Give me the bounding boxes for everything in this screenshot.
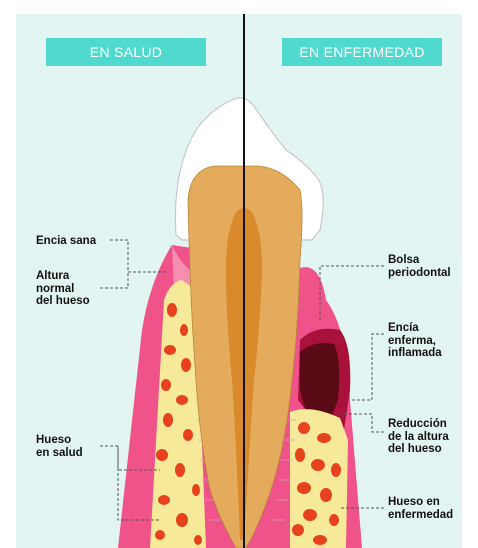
label-healthy-gum: Encia sana (36, 235, 96, 248)
label-normal-bone-height: Altura normal del hueso (36, 270, 90, 308)
header-disease: EN ENFERMEDAD (282, 38, 442, 66)
header-healthy: EN SALUD (46, 38, 206, 66)
label-bone-height-reduction: Reducción de la altura del hueso (388, 418, 449, 456)
label-periodontal-pocket: Bolsa periodontal (388, 254, 451, 279)
label-diseased-bone: Hueso en enfermedad (388, 496, 453, 521)
label-diseased-gum: Encía enferma, inflamada (388, 322, 442, 360)
label-healthy-bone: Hueso en salud (36, 434, 83, 459)
